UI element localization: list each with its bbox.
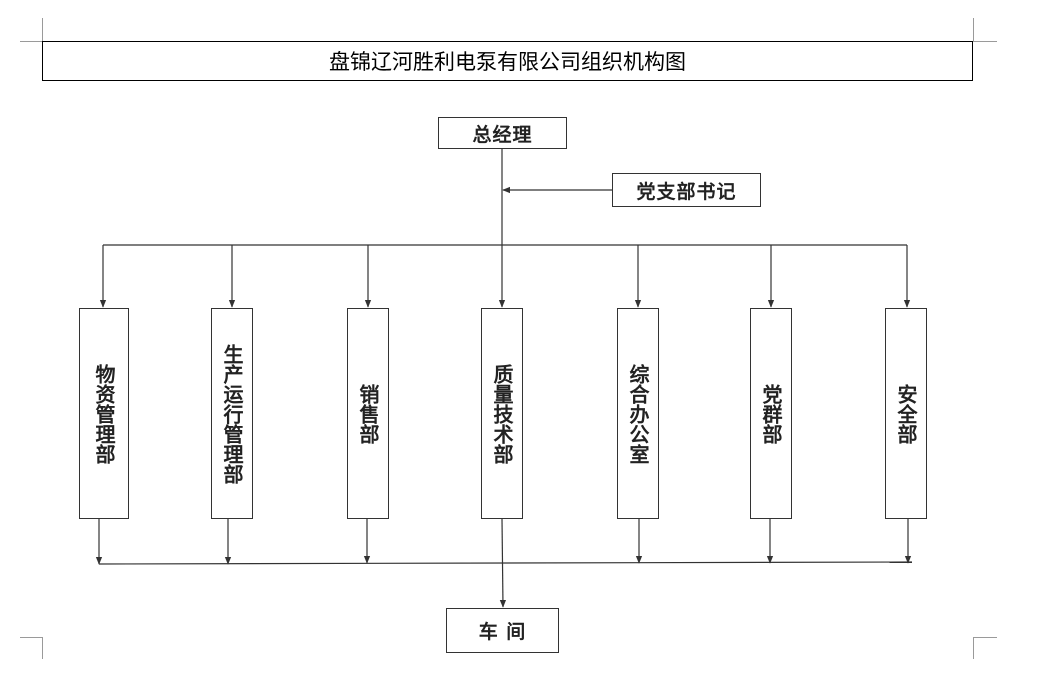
crop-mark-bottom-left	[42, 637, 44, 659]
crop-mark-top-right	[973, 41, 997, 43]
bottom-bus	[98, 561, 913, 565]
workshop-connector	[499, 518, 507, 608]
crop-mark-top-left	[42, 18, 44, 41]
node-workshop: 车 间	[446, 608, 559, 653]
crop-mark-top-left	[20, 41, 42, 43]
node-party-secretary: 党支部书记	[612, 173, 761, 207]
node-department: 销售部	[347, 308, 389, 519]
node-department: 综合办公室	[617, 308, 659, 519]
node-department: 安全部	[885, 308, 927, 519]
node-general-manager: 总经理	[438, 117, 567, 149]
diagram-title: 盘锦辽河胜利电泵有限公司组织机构图	[42, 41, 973, 81]
node-department: 党群部	[750, 308, 792, 519]
node-department: 质量技术部	[481, 308, 523, 519]
crop-mark-bottom-right	[973, 637, 975, 659]
node-department: 物资管理部	[79, 308, 129, 519]
crop-mark-bottom-right	[973, 637, 997, 639]
crop-mark-top-right	[973, 18, 975, 41]
node-department: 生产运行管理部	[211, 308, 253, 519]
crop-mark-bottom-left	[20, 637, 42, 639]
